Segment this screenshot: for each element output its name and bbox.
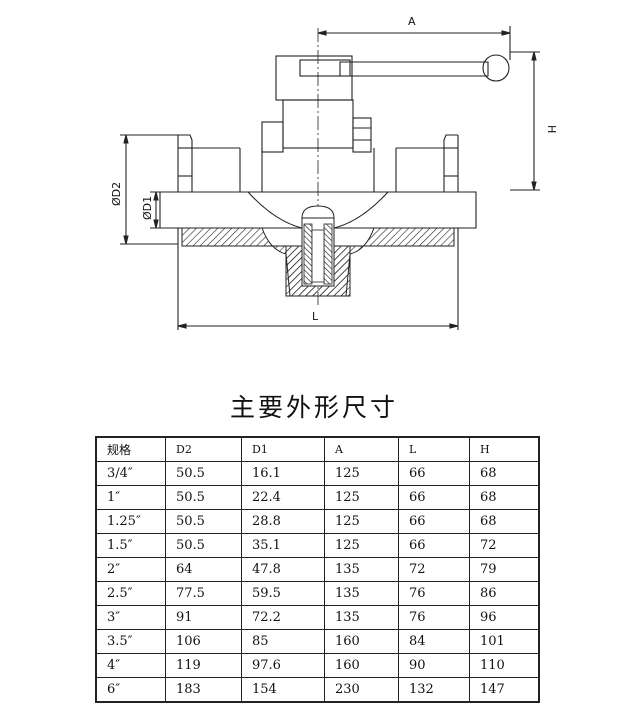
table-cell: 86 <box>469 581 540 606</box>
table-cell: 230 <box>324 677 399 703</box>
table-cell: 119 <box>165 653 242 678</box>
table-cell: 91 <box>165 605 242 630</box>
table-cell: 50.5 <box>165 485 242 510</box>
table-cell: 154 <box>241 677 325 703</box>
table-cell: 135 <box>324 605 399 630</box>
table-row: 1.5″ 50.5 35.1 125 66 72 <box>95 533 540 558</box>
table-cell: 84 <box>398 629 470 654</box>
header-a: A <box>324 436 399 462</box>
header-h: H <box>469 436 540 462</box>
table-cell: 97.6 <box>241 653 325 678</box>
table-cell: 76 <box>398 605 470 630</box>
table-cell: 76 <box>398 581 470 606</box>
dimension-label-h: H <box>545 125 558 133</box>
header-d2: D2 <box>165 436 242 462</box>
table-cell: 183 <box>165 677 242 703</box>
table-cell: 110 <box>469 653 540 678</box>
table-cell: 68 <box>469 485 540 510</box>
table-cell: 66 <box>398 533 470 558</box>
table-cell: 77.5 <box>165 581 242 606</box>
table-cell: 3/4″ <box>95 461 166 486</box>
table-cell: 35.1 <box>241 533 325 558</box>
table-cell: 59.5 <box>241 581 325 606</box>
table-cell: 1.5″ <box>95 533 166 558</box>
table-cell: 125 <box>324 485 399 510</box>
table-cell: 125 <box>324 461 399 486</box>
table-cell: 50.5 <box>165 509 242 534</box>
table-row: 6″ 183 154 230 132 147 <box>95 677 540 703</box>
table-cell: 2.5″ <box>95 581 166 606</box>
table-cell: 50.5 <box>165 461 242 486</box>
table-cell: 2″ <box>95 557 166 582</box>
table-cell: 68 <box>469 461 540 486</box>
table-header-row: 规格 D2 D1 A L H <box>95 436 540 462</box>
dimension-label-d2: ØD2 <box>110 182 123 206</box>
dimension-label-d1: ØD1 <box>141 196 154 220</box>
table-cell: 72.2 <box>241 605 325 630</box>
table-cell: 6″ <box>95 677 166 703</box>
table-cell: 160 <box>324 629 399 654</box>
table-cell: 22.4 <box>241 485 325 510</box>
table-cell: 79 <box>469 557 540 582</box>
table-cell: 125 <box>324 533 399 558</box>
table-cell: 72 <box>398 557 470 582</box>
table-cell: 3.5″ <box>95 629 166 654</box>
table-cell: 90 <box>398 653 470 678</box>
table-cell: 85 <box>241 629 325 654</box>
dimension-label-l: L <box>312 310 319 323</box>
table-cell: 135 <box>324 557 399 582</box>
table-row: 3″ 91 72.2 135 76 96 <box>95 605 540 630</box>
table-cell: 1.25″ <box>95 509 166 534</box>
table-cell: 68 <box>469 509 540 534</box>
table-row: 4″ 119 97.6 160 90 110 <box>95 653 540 678</box>
valve-technical-drawing: A H L ØD2 ØD1 <box>110 15 558 330</box>
table-cell: 3″ <box>95 605 166 630</box>
table-cell: 132 <box>398 677 470 703</box>
header-l: L <box>398 436 470 462</box>
table-cell: 64 <box>165 557 242 582</box>
table-cell: 47.8 <box>241 557 325 582</box>
table-row: 2″ 64 47.8 135 72 79 <box>95 557 540 582</box>
dimensions-table: 规格 D2 D1 A L H 3/4″ 50.5 16.1 125 66 68 … <box>95 436 540 703</box>
table-cell: 16.1 <box>241 461 325 486</box>
header-spec: 规格 <box>95 436 166 462</box>
table-cell: 106 <box>165 629 242 654</box>
table-cell: 4″ <box>95 653 166 678</box>
table-cell: 1″ <box>95 485 166 510</box>
table-cell: 66 <box>398 485 470 510</box>
dimensions-title: 主要外形尺寸 <box>229 393 398 422</box>
table-cell: 50.5 <box>165 533 242 558</box>
table-cell: 66 <box>398 509 470 534</box>
table-cell: 66 <box>398 461 470 486</box>
table-row: 1.25″ 50.5 28.8 125 66 68 <box>95 509 540 534</box>
table-cell: 160 <box>324 653 399 678</box>
table-cell: 135 <box>324 581 399 606</box>
table-row: 1″ 50.5 22.4 125 66 68 <box>95 485 540 510</box>
table-cell: 125 <box>324 509 399 534</box>
table-cell: 101 <box>469 629 540 654</box>
table-row: 3/4″ 50.5 16.1 125 66 68 <box>95 461 540 486</box>
table-cell: 28.8 <box>241 509 325 534</box>
table-row: 3.5″ 106 85 160 84 101 <box>95 629 540 654</box>
header-d1: D1 <box>241 436 325 462</box>
table-row: 2.5″ 77.5 59.5 135 76 86 <box>95 581 540 606</box>
dimension-label-a: A <box>408 15 416 28</box>
table-cell: 72 <box>469 533 540 558</box>
table-cell: 96 <box>469 605 540 630</box>
table-cell: 147 <box>469 677 540 703</box>
